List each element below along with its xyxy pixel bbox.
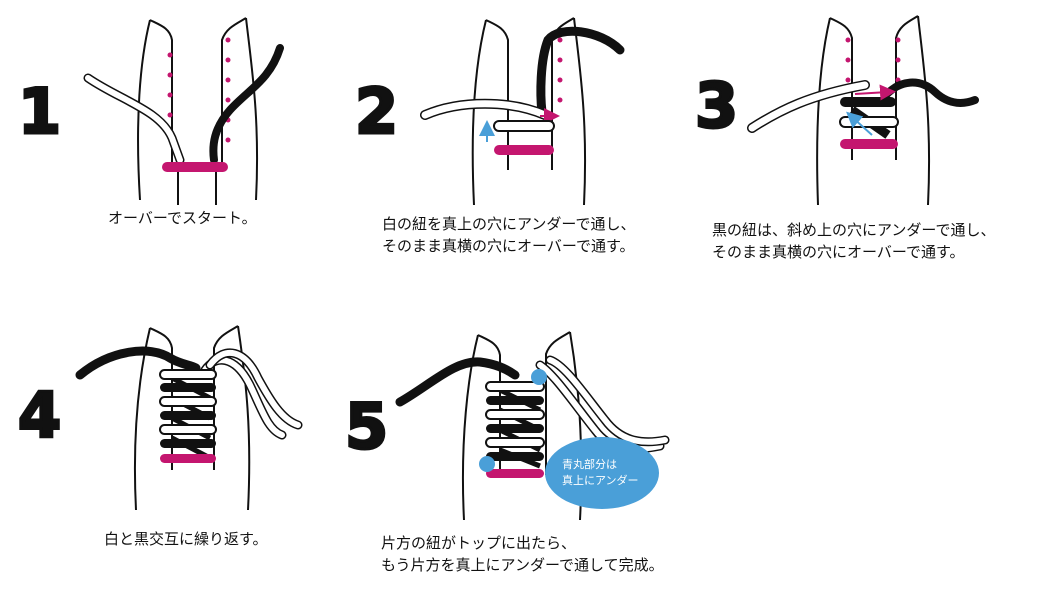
white-lace xyxy=(83,73,185,165)
black-lace xyxy=(209,44,284,164)
step-4-panel: 4 xyxy=(17,325,303,511)
callout-bubble xyxy=(545,437,659,509)
black-lace xyxy=(536,26,625,117)
black-lace xyxy=(882,78,979,107)
white-lace-bar xyxy=(493,120,555,132)
step-5-caption: 片方の紐がトップに出たら、 もう片方を真上にアンダーで通して完成。 xyxy=(381,532,664,576)
caption-line: オーバーでスタート。 xyxy=(108,209,257,227)
step-2-caption: 白の紐を真上の穴にアンダーで通し、 そのまま真横の穴にオーバーで通す。 xyxy=(382,213,636,257)
step-4-number: 4 xyxy=(18,379,61,452)
bottom-lace-bar xyxy=(162,162,228,172)
shoe-outline xyxy=(137,17,259,205)
shoe-outline xyxy=(133,325,251,511)
bottom-lace-bar xyxy=(840,139,898,149)
caption-line: 黒の紐は、斜め上の穴にアンダーで通し、 xyxy=(712,221,996,239)
eyelet-dots xyxy=(845,37,901,83)
step-1-caption: オーバーでスタート。 xyxy=(108,207,257,229)
shoe-outline xyxy=(816,15,931,206)
eyelet-dots xyxy=(557,37,563,103)
black-lace-bar xyxy=(840,97,896,107)
black-lace xyxy=(75,346,201,380)
bubble-line-2: 真上にアンダー xyxy=(562,473,639,487)
bubble-line-1: 青丸部分は xyxy=(562,457,617,471)
caption-line: 片方の紐がトップに出たら、 xyxy=(381,534,577,552)
step-3-panel: 3 xyxy=(694,15,979,206)
black-lace xyxy=(395,357,520,407)
step-2-number: 2 xyxy=(355,75,398,148)
blue-dot-bottom xyxy=(479,456,495,472)
eyelet-dots xyxy=(167,37,231,143)
step-2-panel: 2 xyxy=(354,17,625,206)
step-4-caption: 白と黒交互に繰り返す。 xyxy=(104,528,268,550)
step-1-number: 1 xyxy=(18,75,61,148)
blue-dot-top xyxy=(531,369,547,385)
white-lace-bar xyxy=(839,116,899,128)
step-3-number: 3 xyxy=(695,69,738,142)
caption-line: そのまま真横の穴にオーバーで通す。 xyxy=(382,237,635,255)
bottom-lace-bar xyxy=(494,145,554,155)
step-5-number: 5 xyxy=(345,390,388,463)
diagonal-arrow xyxy=(846,111,873,136)
caption-line: そのまま真横の穴にオーバーで通す。 xyxy=(712,243,965,261)
step-3-caption: 黒の紐は、斜め上の穴にアンダーで通し、 そのまま真横の穴にオーバーで通す。 xyxy=(712,219,996,263)
lace-bars xyxy=(485,381,545,478)
step-5-panel: 5 xyxy=(344,331,670,521)
lace-bars xyxy=(159,369,217,463)
shoe-outline xyxy=(471,17,587,206)
caption-line: 白と黒交互に繰り返す。 xyxy=(104,530,268,548)
step-1-panel: 1 xyxy=(17,17,284,205)
caption-line: 白の紐を真上の穴にアンダーで通し、 xyxy=(382,215,636,233)
caption-line: もう片方を真上にアンダーで通して完成。 xyxy=(381,556,664,574)
